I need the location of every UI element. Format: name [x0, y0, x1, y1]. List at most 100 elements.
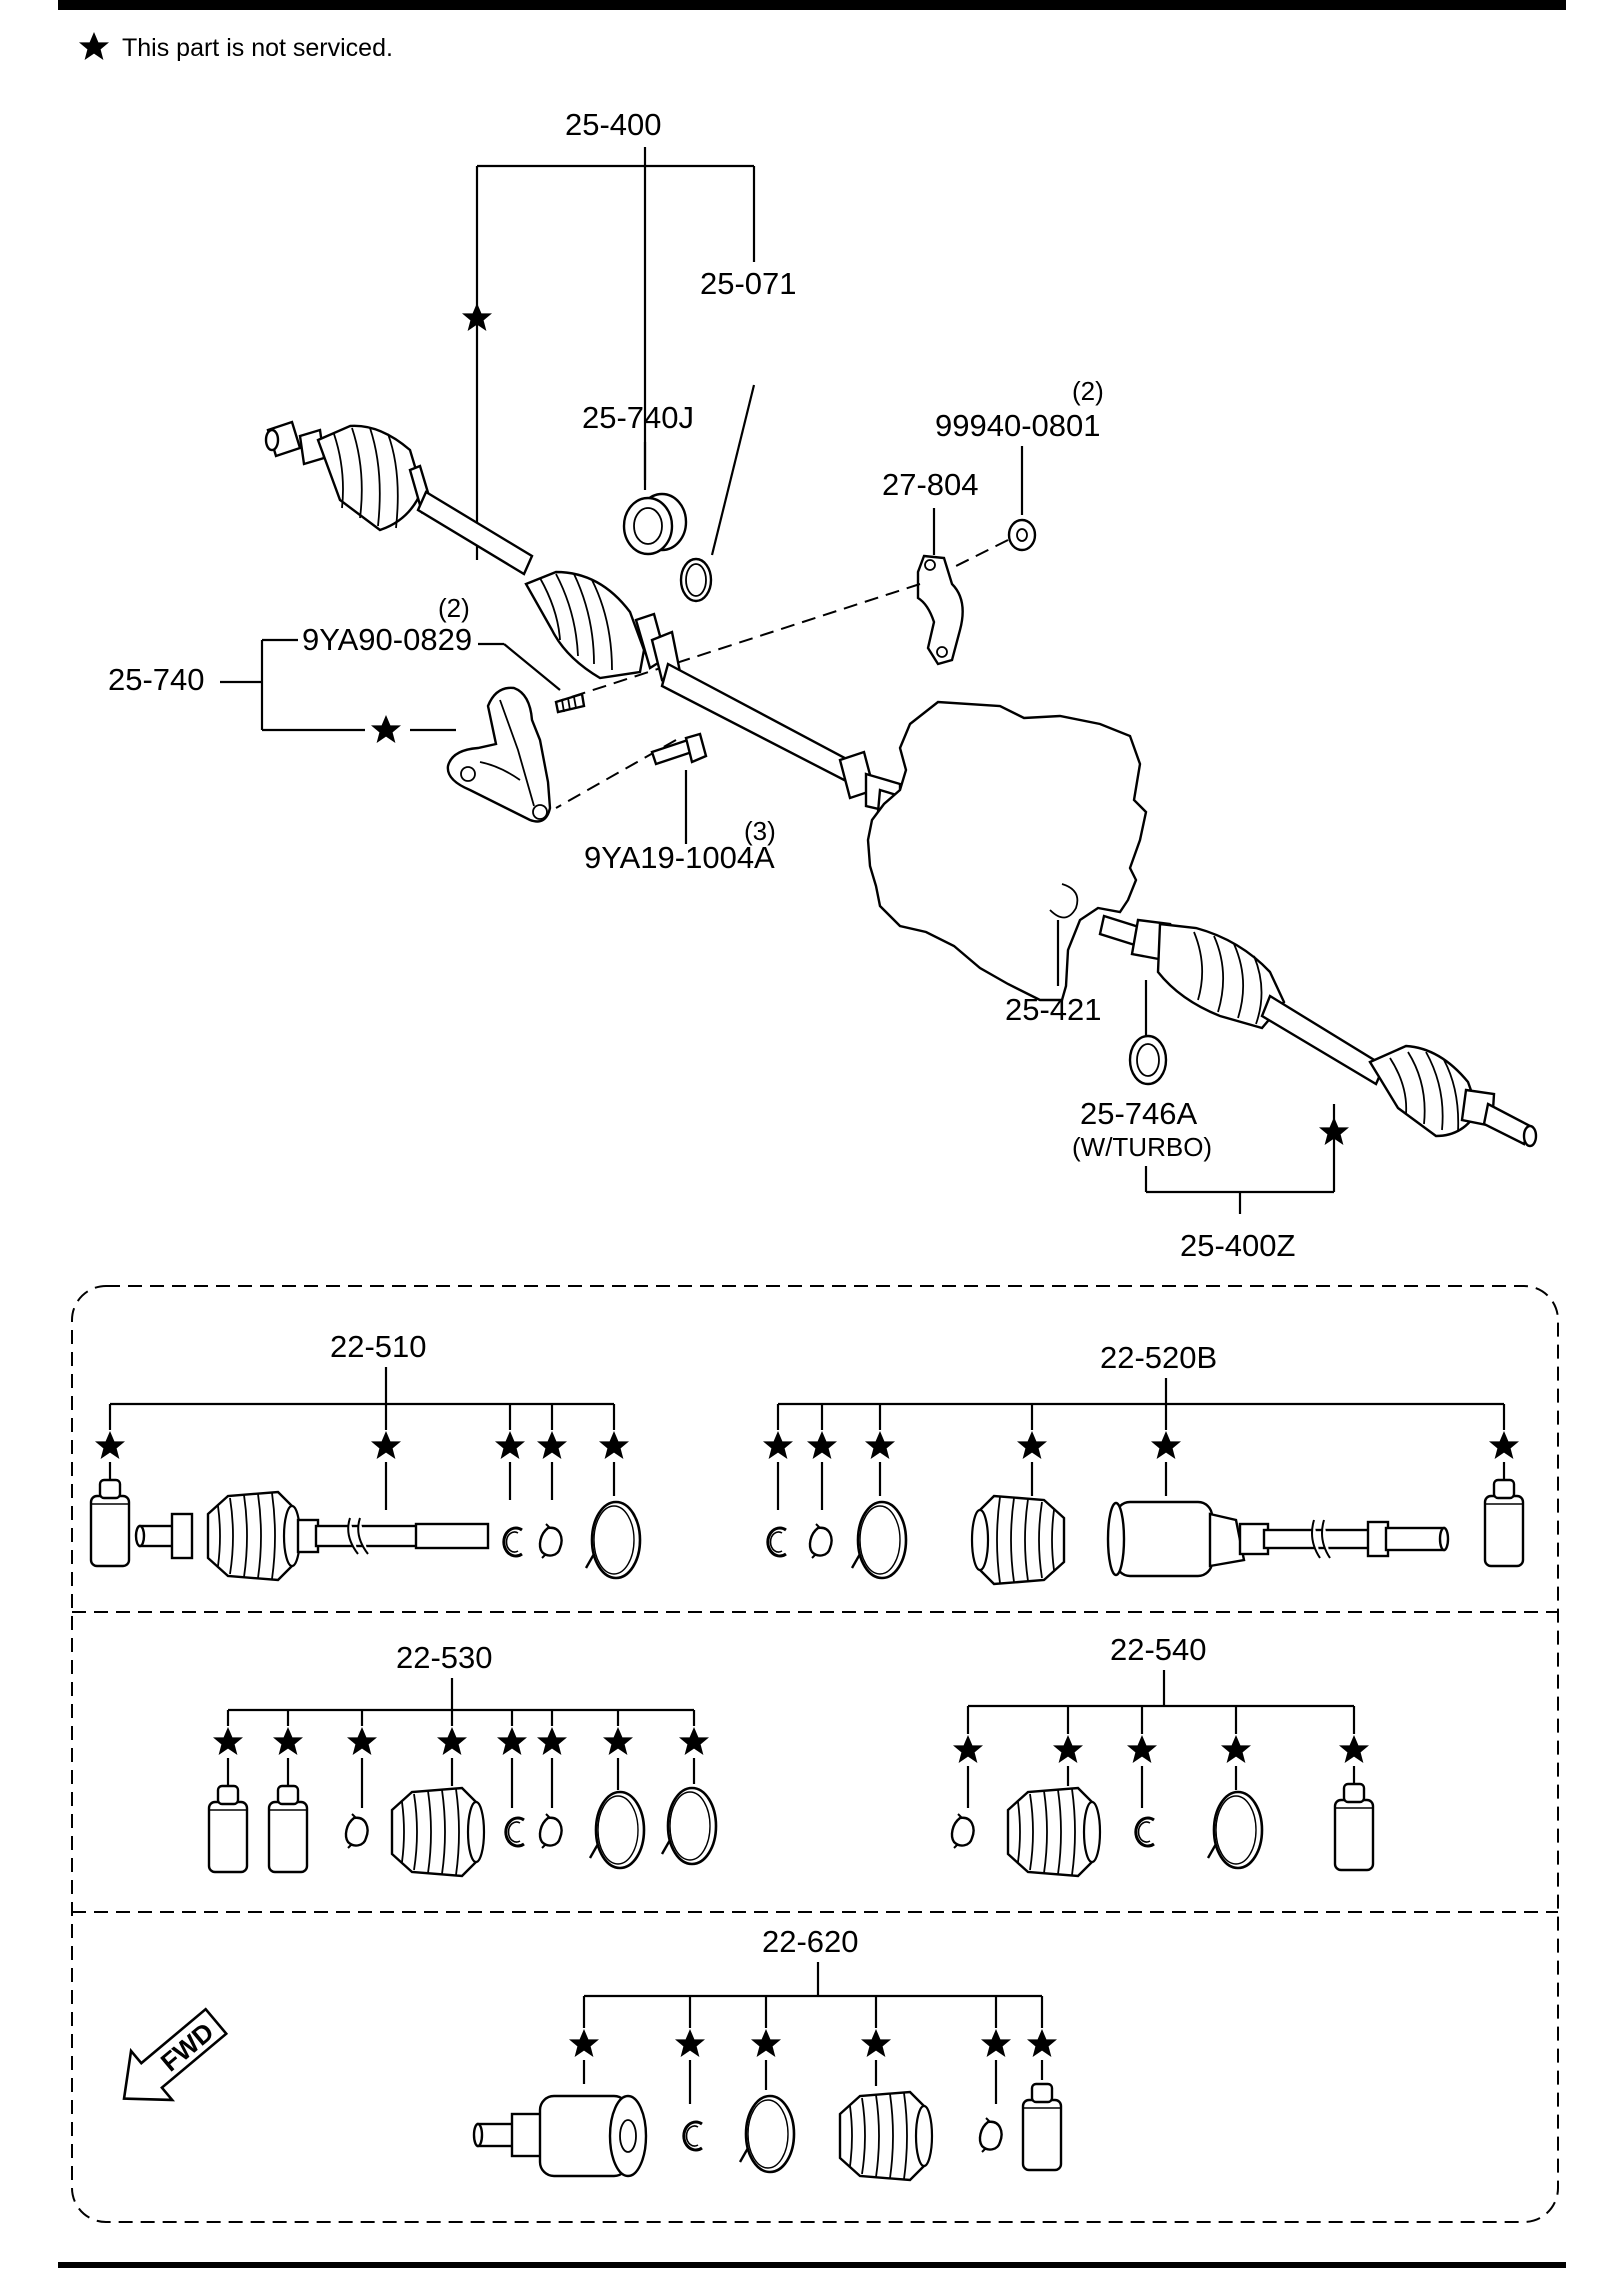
nut-99940-0801 [1007, 518, 1037, 552]
bottom-border [58, 2262, 1566, 2268]
left-drive-shaft [264, 420, 922, 824]
outer-cv-boot [316, 424, 424, 532]
star-icon [1151, 1431, 1181, 1459]
star-icon [347, 1727, 377, 1755]
label-25-400Z: 25-400Z [1180, 1228, 1295, 1263]
boot-icon [390, 1786, 486, 1878]
boot-icon [838, 2090, 934, 2182]
band-icon [850, 1500, 908, 1580]
star-icon [763, 1431, 793, 1459]
bolt-9YA19-1004A [650, 738, 694, 766]
star-icon [953, 1735, 983, 1763]
callout-9YA19-1004A: (3) 9YA19-1004A [584, 732, 776, 875]
star-icon [603, 1727, 633, 1755]
star-icon [569, 2029, 599, 2057]
star-icon [273, 1727, 303, 1755]
callout-25-400: 25-400 [462, 107, 756, 560]
right-drive-shaft [1098, 914, 1538, 1148]
star-icon [79, 32, 109, 60]
kit-22-530: 22-530 [207, 1640, 718, 1878]
star-icon [679, 1727, 709, 1755]
band-icon [660, 1786, 718, 1866]
star-icon [213, 1727, 243, 1755]
star-icon [1489, 1431, 1519, 1459]
label-25-746A: 25-746A [1080, 1096, 1198, 1131]
grease-bottle-icon [267, 1784, 309, 1874]
callout-25-740J: 25-740J [582, 400, 694, 556]
band-icon [738, 2094, 796, 2174]
boot-icon [970, 1494, 1066, 1586]
label-22-510: 22-510 [330, 1329, 427, 1364]
star-icon [599, 1431, 629, 1459]
label-27-804: 27-804 [882, 467, 979, 502]
label-qty-9YA90: (2) [438, 593, 470, 623]
kit-22-540: 22-540 [950, 1632, 1375, 1878]
label-9YA19-1004A: 9YA19-1004A [584, 840, 775, 875]
callout-25-071: 25-071 [679, 266, 797, 603]
label-25-740J: 25-740J [582, 400, 694, 435]
label-22-620: 22-620 [762, 1924, 859, 1959]
callout-25-740: 25-740 (2) 9YA90-0829 [108, 593, 586, 823]
star-icon [95, 1431, 125, 1459]
kit-22-620: 22-620 [472, 1924, 1063, 2182]
top-border [58, 0, 1566, 10]
clip-icon [1134, 1816, 1156, 1848]
star-icon [1221, 1735, 1251, 1763]
label-9YA90-0829: 9YA90-0829 [302, 622, 472, 657]
clip-icon [682, 2120, 704, 2152]
star-icon [861, 2029, 891, 2057]
band-icon [1206, 1790, 1264, 1870]
ring-icon [950, 1812, 975, 1850]
label-22-530: 22-530 [396, 1640, 493, 1675]
star-icon [675, 2029, 705, 2057]
star-icon [495, 1431, 525, 1459]
callout-99940-0801: (2) 99940-0801 [935, 376, 1104, 552]
kit-22-520B: 22-520B [763, 1340, 1525, 1586]
callout-27-804: 27-804 [882, 467, 979, 666]
star-icon [981, 2029, 1011, 2057]
callout-25-746A: 25-746A (W/TURBO) [1072, 980, 1212, 1192]
label-22-540: 22-540 [1110, 1632, 1207, 1667]
kit-box [71, 1285, 1559, 2223]
star-icon [1339, 1735, 1369, 1763]
star-icon [371, 715, 401, 743]
label-99940-0801: 99940-0801 [935, 408, 1101, 443]
seal-25-746A [1128, 1034, 1168, 1086]
legend-text: This part is not serviced. [122, 34, 393, 62]
star-icon [1127, 1735, 1157, 1763]
star-icon [751, 2029, 781, 2057]
label-qty-9YA19: (3) [744, 816, 776, 846]
grease-bottle-icon [1483, 1478, 1525, 1568]
band-icon [584, 1500, 642, 1580]
star-icon [1017, 1431, 1047, 1459]
label-25-071: 25-071 [700, 266, 797, 301]
star-icon [807, 1431, 837, 1459]
star-icon [1053, 1735, 1083, 1763]
kit-22-510: 22-510 [89, 1329, 642, 1582]
callout-25-421: 25-421 [1005, 883, 1102, 1027]
bearing-support-bracket [446, 686, 552, 823]
boot-icon [1006, 1786, 1102, 1878]
grease-bottle-icon [207, 1784, 249, 1874]
label-25-421: 25-421 [1005, 992, 1102, 1027]
joint-housing [1114, 1500, 1214, 1578]
ring-icon [344, 1812, 369, 1850]
inner-cv-boot [524, 570, 646, 680]
legend: This part is not serviced. [79, 32, 393, 62]
label-w-turbo: (W/TURBO) [1072, 1132, 1212, 1162]
star-icon [865, 1431, 895, 1459]
label-25-740: 25-740 [108, 662, 205, 697]
callout-25-400Z: 25-400Z [1146, 1104, 1349, 1263]
label-22-520B: 22-520B [1100, 1340, 1217, 1375]
star-icon [497, 1727, 527, 1755]
ring-icon [538, 1522, 563, 1560]
clip-icon [504, 1816, 526, 1848]
ring-icon [538, 1812, 563, 1850]
grease-bottle-icon [1021, 2082, 1063, 2172]
grease-bottle-icon [89, 1478, 131, 1568]
star-icon [437, 1727, 467, 1755]
band-icon [588, 1790, 646, 1870]
label-qty-99940: (2) [1072, 376, 1104, 406]
bracket-27-804 [916, 554, 964, 666]
